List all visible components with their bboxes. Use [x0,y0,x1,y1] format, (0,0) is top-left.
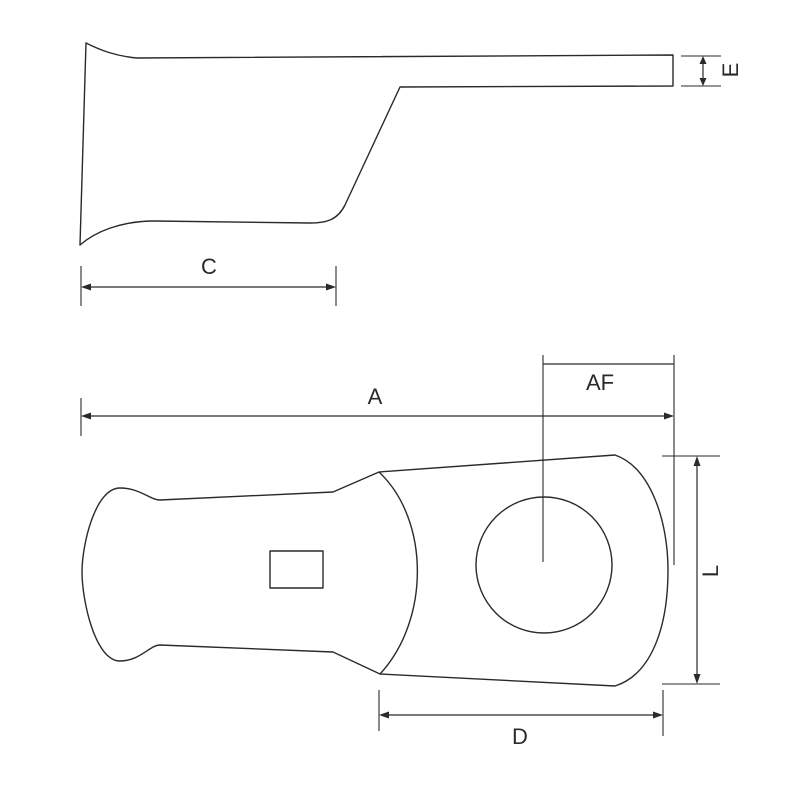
barrel-transition-arc [378,471,419,675]
dimension-c-arrow-right [326,283,336,291]
dimension-af: AF [542,355,675,562]
dimension-d-arrow-right [653,711,663,719]
dimension-d-label: D [512,724,528,749]
dimension-c: C [80,254,337,306]
dimension-l-arrow-bottom [693,674,701,684]
dimension-l: L [662,455,723,685]
dimension-a: A [80,384,675,565]
dimension-a-arrow-left [81,412,91,420]
top-view [81,454,669,687]
dimension-d: D [378,690,664,749]
dimension-c-arrow-left [81,283,91,291]
dimension-e-label: E [718,63,743,78]
side-view-outline [79,42,674,246]
dimension-a-arrow-right [664,412,674,420]
side-view [79,42,674,246]
dimension-a-label: A [368,384,383,409]
dimension-l-arrow-top [693,456,701,466]
dimension-af-label: AF [586,370,614,395]
stud-hole [475,496,613,634]
dimension-c-label: C [201,254,217,279]
dimension-e: E [681,55,743,87]
dimension-l-label: L [698,565,723,577]
top-view-outline [81,454,669,687]
dimension-e-arrow-top [699,56,707,64]
inspection-window [269,550,324,589]
dimension-d-arrow-left [379,711,389,719]
dimension-e-arrow-bottom [699,78,707,86]
